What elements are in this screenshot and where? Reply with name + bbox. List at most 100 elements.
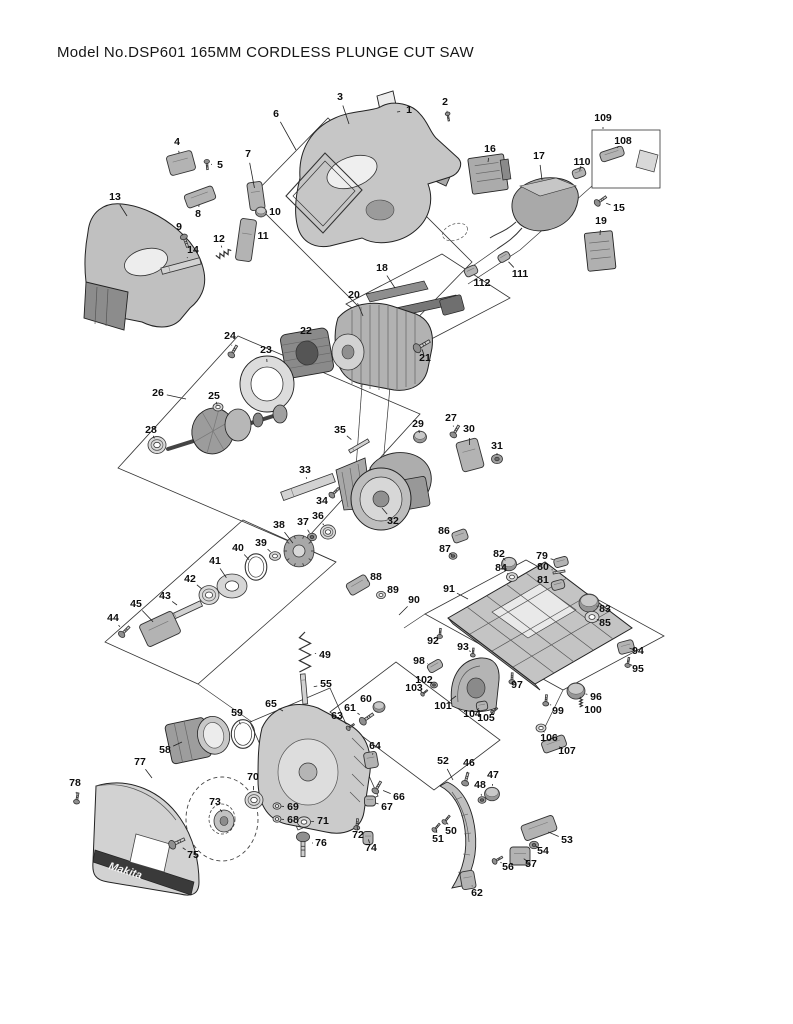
- part-shape-21: [412, 339, 431, 354]
- part-leader-42: [196, 584, 202, 589]
- part-label-107: 107: [558, 745, 576, 757]
- battery-rib: [94, 286, 98, 325]
- part-label-40: 40: [232, 542, 244, 554]
- part-label-75: 75: [187, 849, 199, 861]
- part-leader-21: [421, 349, 425, 355]
- part-label-41: 41: [209, 555, 221, 567]
- lock-lever-plate: [635, 149, 659, 173]
- part-label-53: 53: [561, 834, 573, 846]
- part-label-11: 11: [257, 230, 268, 242]
- part-shape-70: [244, 791, 264, 809]
- part-shape-75: [168, 837, 186, 850]
- part-label-39: 39: [255, 537, 267, 549]
- part-leader-35: [346, 435, 352, 440]
- part-leader-53: [548, 831, 559, 837]
- part-shape-41: [216, 573, 248, 599]
- part-label-84: 84: [495, 562, 507, 574]
- part-leader-13: [119, 204, 128, 217]
- terminal-block: [583, 230, 617, 272]
- part-leader-65: [278, 708, 284, 712]
- part-shape-40: [244, 553, 268, 581]
- part-shape-89: [376, 591, 386, 599]
- part-shape-31: [491, 453, 503, 465]
- part-label-24: 24: [224, 330, 236, 342]
- part-leader-62: [471, 885, 473, 887]
- part-shape-57: [509, 846, 531, 866]
- part-leader-57: [523, 858, 529, 863]
- part-leader-99: [549, 704, 552, 706]
- dust-nozzle: [164, 715, 231, 765]
- part-leader-1: [396, 111, 401, 113]
- part-shape-78: [73, 792, 80, 805]
- part-leader-107: [558, 746, 563, 750]
- part-label-85: 85: [599, 617, 611, 629]
- part-label-63: 63: [331, 710, 343, 722]
- part-shape-47: [484, 786, 500, 802]
- part-label-10: 10: [269, 206, 281, 218]
- major-components: Makita: [83, 90, 659, 896]
- strip-plate-1: [365, 280, 429, 303]
- part-shape-98: [426, 659, 444, 673]
- gasket-inner: [292, 160, 356, 227]
- part-leader-106: [543, 730, 545, 733]
- part-shape-86: [451, 528, 469, 544]
- part-shape-25: [212, 402, 224, 412]
- part-label-6: 6: [273, 108, 279, 120]
- part-label-61: 61: [344, 702, 356, 714]
- part-leader-102: [430, 682, 433, 685]
- part-label-44: 44: [107, 612, 119, 624]
- part-label-43: 43: [159, 590, 171, 602]
- part-leader-105: [490, 711, 494, 714]
- part-leader-52: [446, 768, 454, 781]
- part-leader-59: [239, 721, 241, 725]
- handle-opening: [326, 154, 378, 190]
- baffle-hole: [250, 366, 284, 402]
- controller-plate: [519, 177, 577, 197]
- part-shape-94: [616, 639, 636, 655]
- part-shape-50: [441, 814, 451, 825]
- part-leader-87: [449, 552, 453, 556]
- part-label-5: 5: [217, 159, 223, 171]
- part-shape-79: [553, 556, 569, 568]
- part-shape-60: [372, 701, 386, 713]
- part-label-103: 103: [405, 682, 423, 694]
- part-label-58: 58: [159, 744, 171, 756]
- part-label-32: 32: [387, 515, 399, 527]
- part-label-50: 50: [445, 825, 457, 837]
- part-label-112: 112: [474, 277, 491, 289]
- part-label-55: 55: [320, 678, 332, 690]
- part-label-31: 31: [491, 440, 503, 452]
- part-shape-30: [455, 437, 485, 473]
- part-label-29: 29: [412, 418, 424, 430]
- controller-wires: [489, 221, 523, 250]
- part-shape-10: [255, 206, 267, 218]
- part-leader-39: [267, 548, 271, 553]
- base-plate: [447, 561, 633, 691]
- part-label-62: 62: [471, 887, 483, 899]
- part-label-82: 82: [493, 548, 505, 560]
- part-label-35: 35: [334, 424, 346, 436]
- part-shape-71: [297, 816, 311, 828]
- part-shape-53: [520, 815, 558, 841]
- part-shape-15: [593, 195, 608, 207]
- part-shape-48: [477, 796, 487, 804]
- part-shape-59: [230, 719, 256, 749]
- part-shape-82: [501, 556, 517, 572]
- part-shape-85: [584, 611, 600, 623]
- part-label-54: 54: [537, 845, 549, 857]
- part-shape-35: [348, 438, 370, 454]
- part-shape-83: [578, 593, 600, 613]
- part-leader-61: [357, 712, 360, 715]
- part-leader-66: [382, 790, 391, 794]
- part-label-78: 78: [69, 777, 81, 789]
- part-label-98: 98: [413, 655, 425, 667]
- part-shape-36: [320, 524, 336, 540]
- part-leader-54: [535, 845, 539, 849]
- part-shape-33: [280, 472, 336, 502]
- part-label-1: 1: [406, 104, 412, 116]
- part-shape-14: [160, 257, 202, 275]
- part-label-74: 74: [365, 842, 377, 854]
- part-leader-32: [381, 507, 388, 515]
